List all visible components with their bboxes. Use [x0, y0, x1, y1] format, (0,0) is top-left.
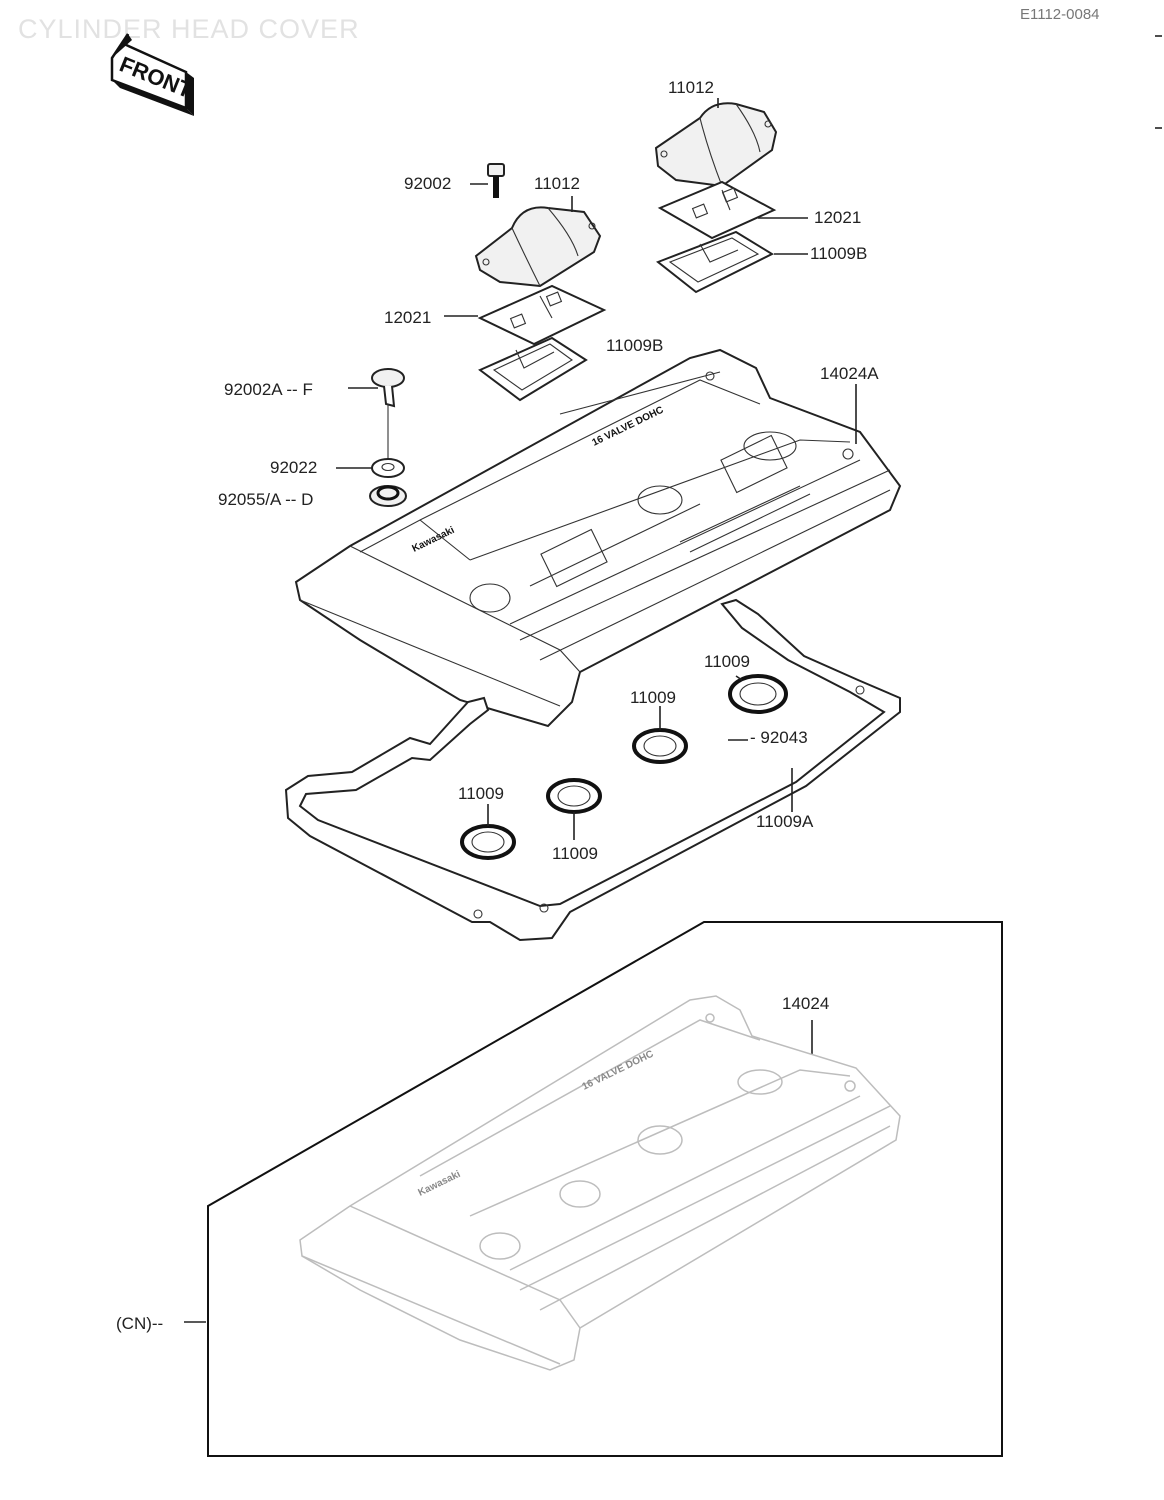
label-11009b-left: 11009B — [606, 336, 664, 355]
leader-lines — [184, 98, 857, 1323]
cylinder-head-cover-main: Kawasaki 16 VALVE DOHC — [294, 348, 902, 728]
washer-92022 — [371, 458, 405, 478]
diagram-code: E1112-0084 — [1020, 6, 1100, 23]
plug-seal-d — [460, 824, 516, 860]
label-92002: 92002 — [404, 174, 452, 193]
label-12021-right: 12021 — [814, 208, 862, 227]
reed-plate-right — [657, 180, 777, 240]
label-11009-c: 11009 — [458, 784, 505, 803]
variant-marker: (CN)-- — [116, 1314, 164, 1333]
head-cover-gasket — [284, 598, 901, 942]
label-14024a: 14024A — [820, 364, 879, 383]
label-92002a: 92002A -- F — [224, 380, 313, 399]
gasket-left — [478, 336, 588, 402]
reed-plate-left — [477, 284, 607, 346]
label-92055a: 92055/A -- D — [218, 490, 314, 509]
label-11012-left: 11012 — [534, 174, 581, 193]
diagram-title: CYLINDER HEAD COVER — [18, 14, 360, 44]
grommet-92055a — [369, 485, 407, 507]
label-11009-a: 11009 — [704, 652, 751, 671]
breather-cap-left — [474, 206, 602, 288]
bolt-92002 — [487, 163, 505, 198]
label-11009-d: 11009 — [552, 844, 599, 863]
breather-cap-right — [654, 102, 778, 188]
label-92043: - 92043 — [750, 728, 808, 747]
cylinder-head-cover-variant: Kawasaki 16 VALVE DOHC — [299, 995, 901, 1371]
variant-inset-box — [207, 921, 1003, 1457]
label-11009a: 11009A — [756, 812, 814, 831]
plug-seal-c — [546, 778, 602, 814]
gasket-right — [656, 230, 775, 294]
plug-seal-a — [728, 674, 788, 714]
front-badge: FRONT — [110, 33, 196, 116]
plug-seal-b — [632, 728, 688, 764]
label-11012-right: 11012 — [668, 78, 715, 97]
label-12021-left: 12021 — [384, 308, 432, 327]
label-92022: 92022 — [270, 458, 318, 477]
bolt-92002a — [371, 368, 405, 408]
label-14024: 14024 — [782, 994, 830, 1013]
label-11009-b: 11009 — [630, 688, 677, 707]
label-11009b-right: 11009B — [810, 244, 868, 263]
